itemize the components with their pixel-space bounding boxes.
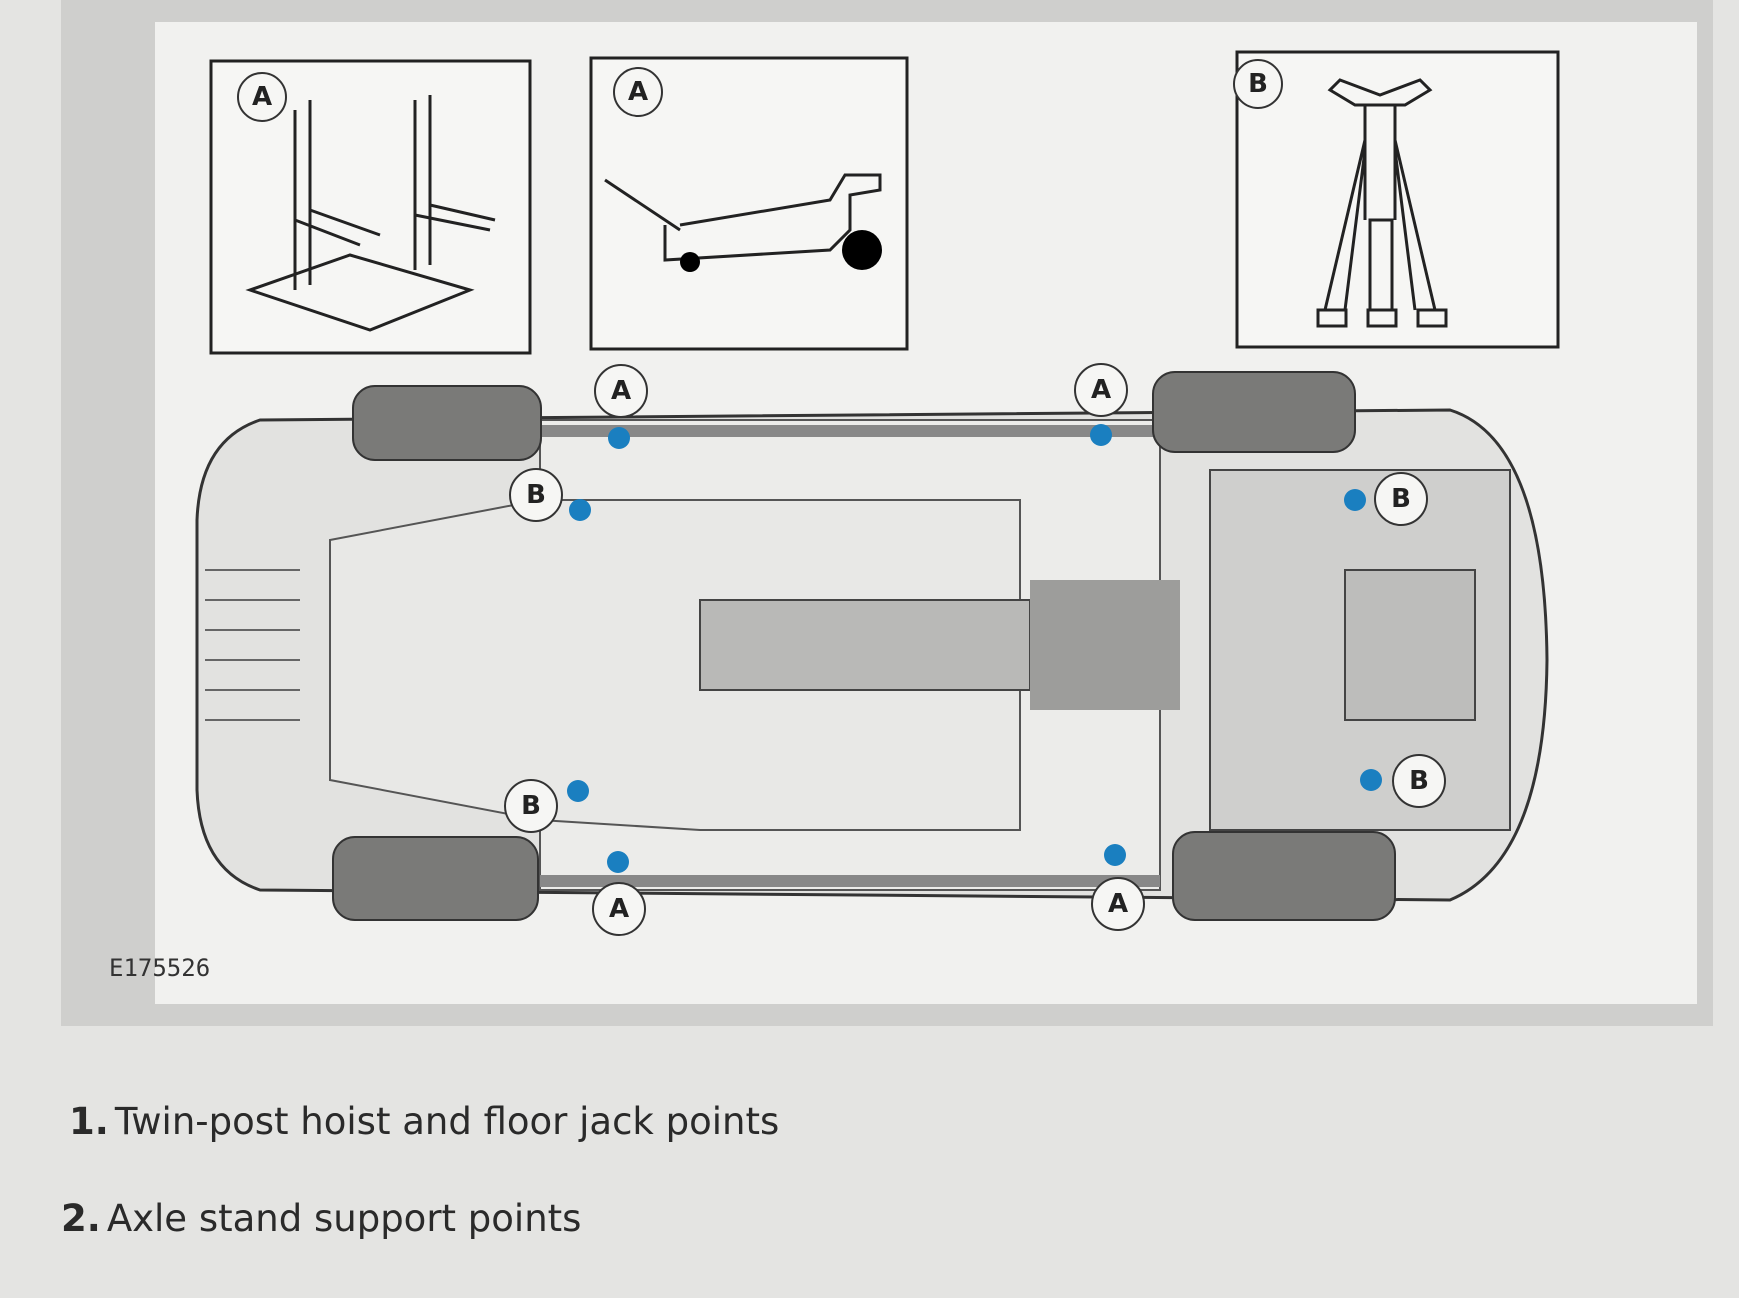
front-left-wheel bbox=[352, 385, 542, 461]
legend-number: 2. bbox=[61, 1197, 101, 1240]
svg-text:B: B bbox=[526, 480, 546, 510]
lift-point-a bbox=[1090, 424, 1112, 446]
lift-point-a bbox=[607, 851, 629, 873]
svg-text:A: A bbox=[609, 894, 629, 924]
svg-text:A: A bbox=[252, 82, 272, 112]
axle-stand-illustration bbox=[1235, 50, 1560, 349]
tool-label-b: B bbox=[1233, 59, 1283, 109]
svg-text:B: B bbox=[521, 791, 541, 821]
car-underbody bbox=[195, 408, 1549, 902]
svg-text:B: B bbox=[1248, 69, 1268, 99]
callout-b-front-right: B bbox=[1374, 472, 1428, 526]
svg-text:B: B bbox=[1391, 484, 1411, 514]
lift-point-b bbox=[567, 780, 589, 802]
svg-text:A: A bbox=[1091, 375, 1111, 405]
tool-label-a-1: A bbox=[237, 72, 287, 122]
legend-text: Axle stand support points bbox=[106, 1197, 582, 1240]
callout-a-front-right: A bbox=[1074, 363, 1128, 417]
rear-left-wheel bbox=[332, 836, 539, 921]
rear-right-wheel bbox=[1172, 831, 1396, 921]
callout-a-rear-left: A bbox=[592, 882, 646, 936]
svg-text:B: B bbox=[1409, 766, 1429, 796]
lift-point-a bbox=[608, 427, 630, 449]
lifting-points bbox=[567, 424, 1382, 873]
lift-point-b bbox=[1360, 769, 1382, 791]
lift-point-a bbox=[1104, 844, 1126, 866]
svg-text:A: A bbox=[611, 376, 631, 406]
front-right-wheel bbox=[1152, 371, 1356, 453]
callout-b-rear-left: B bbox=[504, 779, 558, 833]
lift-point-b bbox=[569, 499, 591, 521]
lift-point-b bbox=[1344, 489, 1366, 511]
legend-number: 1. bbox=[69, 1100, 109, 1143]
tool-label-a-2: A bbox=[613, 67, 663, 117]
wheels bbox=[332, 371, 1396, 921]
figure-id: E175526 bbox=[109, 954, 210, 982]
callout-b-front-left: B bbox=[509, 468, 563, 522]
svg-text:A: A bbox=[1108, 889, 1128, 919]
callout-b-rear-right: B bbox=[1392, 754, 1446, 808]
callout-a-rear-right: A bbox=[1091, 877, 1145, 931]
callout-a-front-left: A bbox=[594, 364, 648, 418]
svg-text:A: A bbox=[628, 77, 648, 107]
legend-item-2: 2.Axle stand support points bbox=[61, 1197, 581, 1240]
legend-text: Twin-post hoist and floor jack points bbox=[114, 1100, 780, 1143]
legend-item-1: 1.Twin-post hoist and floor jack points bbox=[69, 1100, 779, 1143]
